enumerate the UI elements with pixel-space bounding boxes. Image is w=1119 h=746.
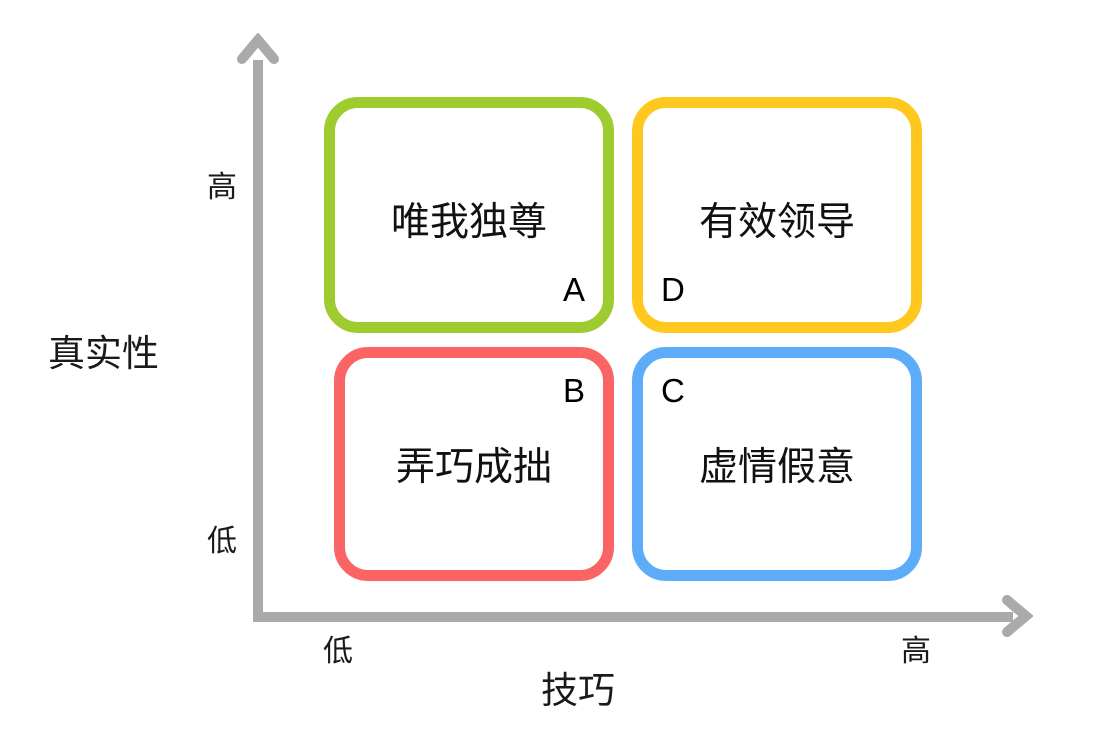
x-axis-tick-high: 高 [901, 635, 931, 668]
quadrant-c-letter: C [661, 372, 685, 409]
arrow-up-icon [234, 32, 282, 81]
quadrant-d[interactable]: 有效领导 D [632, 97, 922, 333]
quadrant-b[interactable]: 弄巧成拙 B [334, 347, 614, 581]
quadrant-d-letter: D [661, 271, 685, 308]
arrow-right-icon [985, 592, 1034, 640]
y-axis-title: 真实性 [48, 333, 159, 374]
quadrant-b-title: 弄巧成拙 [395, 446, 553, 489]
quadrant-d-title: 有效领导 [698, 201, 856, 244]
x-axis-tick-low: 低 [323, 635, 353, 668]
quadrant-c[interactable]: 虚情假意 C [632, 347, 922, 581]
y-axis-line [253, 60, 263, 622]
quadrant-b-letter: B [562, 372, 585, 409]
y-axis-tick-low: 低 [207, 525, 237, 558]
quadrant-a[interactable]: 唯我独尊 A [324, 97, 614, 333]
quadrant-a-title: 唯我独尊 [390, 201, 548, 244]
x-axis-title: 技巧 [541, 670, 615, 711]
quadrant-c-title: 虚情假意 [698, 446, 856, 489]
quadrant-a-letter: A [562, 271, 585, 308]
y-axis-tick-high: 高 [207, 171, 237, 204]
x-axis-line [253, 612, 1013, 622]
